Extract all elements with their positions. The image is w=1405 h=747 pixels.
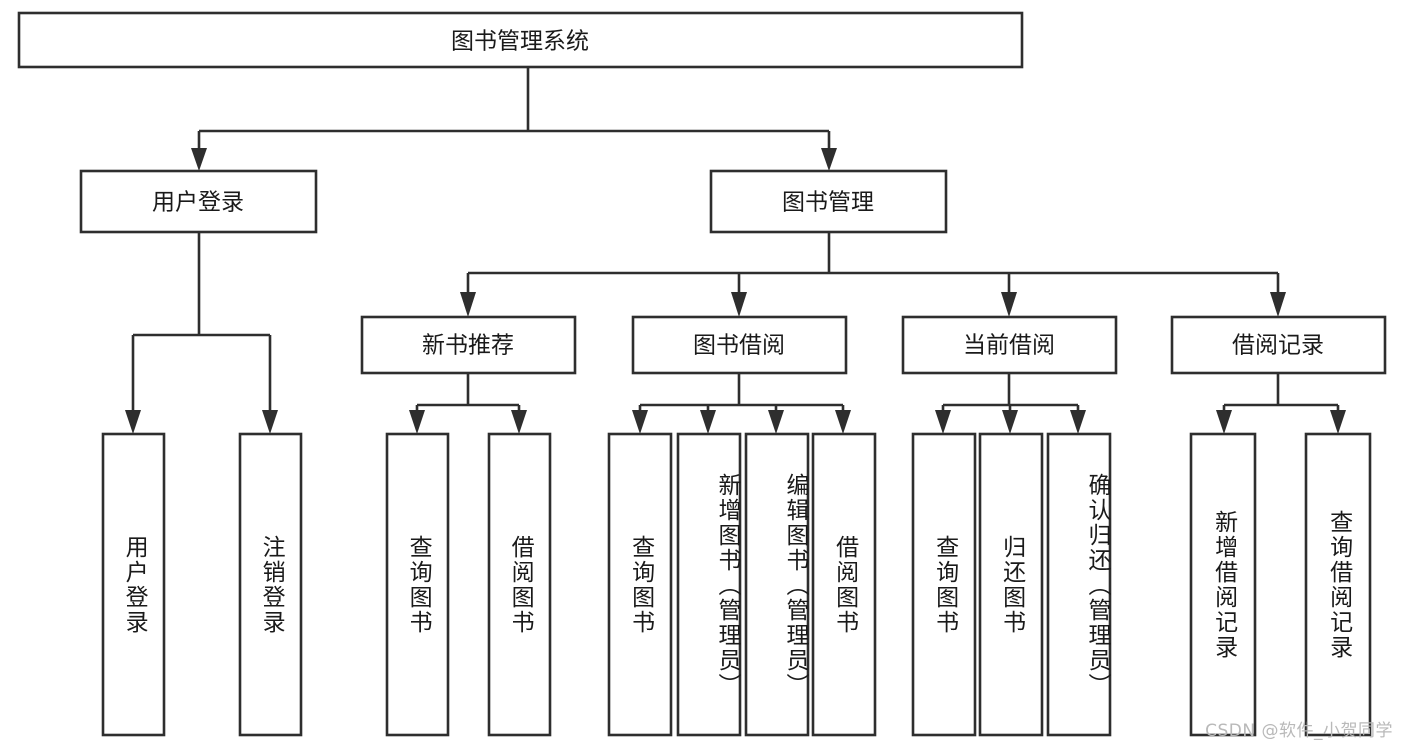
node-leaf-new-book-2[interactable] — [487, 432, 552, 737]
connector-group-root — [191, 67, 837, 171]
node-current-borrow[interactable] — [901, 315, 1118, 375]
node-book-manage-label: 图书管理 — [782, 190, 874, 216]
arrow-icon-leaf-current-borrow-3 — [1070, 410, 1086, 434]
node-current-borrow-label: 当前借阅 — [963, 333, 1055, 359]
node-root-label: 图书管理系统 — [451, 29, 589, 55]
arrow-icon-leaf-user-login-2 — [262, 410, 278, 434]
node-new-book[interactable] — [360, 315, 577, 375]
watermark-text: CSDN @软件_小贺同学 — [1205, 721, 1393, 741]
node-leaf-borrow-record-2[interactable] — [1304, 432, 1372, 737]
arrow-icon-to-new-book — [460, 292, 476, 317]
node-leaf-current-borrow-3[interactable] — [1046, 432, 1112, 737]
node-leaf-book-borrow-1[interactable] — [607, 432, 673, 737]
arrow-icon-leaf-book-borrow-4 — [835, 410, 851, 434]
node-leaf-book-borrow-2[interactable] — [676, 432, 742, 737]
node-leaf-current-borrow-1[interactable] — [911, 432, 977, 737]
connector-group-book-manage — [460, 232, 1286, 317]
node-leaf-book-borrow-4[interactable] — [811, 432, 877, 737]
arrow-icon-leaf-user-login-1 — [125, 410, 141, 434]
arrow-icon-leaf-borrow-record-1 — [1216, 410, 1232, 434]
connector-group-borrow-record — [1216, 373, 1346, 434]
arrow-icon-to-user-login — [191, 148, 207, 171]
arrow-icon-leaf-new-book-2 — [511, 410, 527, 434]
connector-group-new-book — [409, 373, 527, 434]
arrow-icon-leaf-current-borrow-1 — [935, 410, 951, 434]
node-leaf-user-login-2[interactable] — [238, 432, 303, 737]
arrow-icon-leaf-new-book-1 — [409, 410, 425, 434]
node-book-borrow-label: 图书借阅 — [693, 333, 785, 359]
node-user-login[interactable] — [79, 169, 318, 234]
arrow-icon-to-current-borrow — [1001, 292, 1017, 317]
node-borrow-record[interactable] — [1170, 315, 1387, 375]
arrow-icon-leaf-book-borrow-3 — [768, 410, 784, 434]
arrow-icon-leaf-book-borrow-1 — [632, 410, 648, 434]
node-user-login-label: 用户登录 — [152, 190, 244, 216]
node-new-book-label: 新书推荐 — [422, 333, 514, 359]
connector-group-current-borrow — [935, 373, 1086, 434]
node-leaf-book-borrow-3[interactable] — [744, 432, 810, 737]
node-leaf-borrow-record-1[interactable] — [1189, 432, 1257, 737]
node-root[interactable] — [17, 11, 1024, 69]
node-book-borrow[interactable] — [631, 315, 848, 375]
arrow-icon-leaf-book-borrow-2 — [700, 410, 716, 434]
connector-group-book-borrow — [632, 373, 851, 434]
node-leaf-user-login-1[interactable] — [101, 432, 166, 737]
node-leaf-current-borrow-2[interactable] — [978, 432, 1044, 737]
arrow-icon-to-book-manage — [821, 148, 837, 171]
arrow-icon-to-book-borrow — [731, 292, 747, 317]
connector-group-user-login — [125, 232, 278, 434]
arrow-icon-leaf-current-borrow-2 — [1002, 410, 1018, 434]
arrow-icon-to-borrow-record — [1270, 292, 1286, 317]
node-borrow-record-label: 借阅记录 — [1232, 333, 1324, 359]
node-book-manage[interactable] — [709, 169, 948, 234]
node-leaf-new-book-1[interactable] — [385, 432, 450, 737]
arrow-icon-leaf-borrow-record-2 — [1330, 410, 1346, 434]
